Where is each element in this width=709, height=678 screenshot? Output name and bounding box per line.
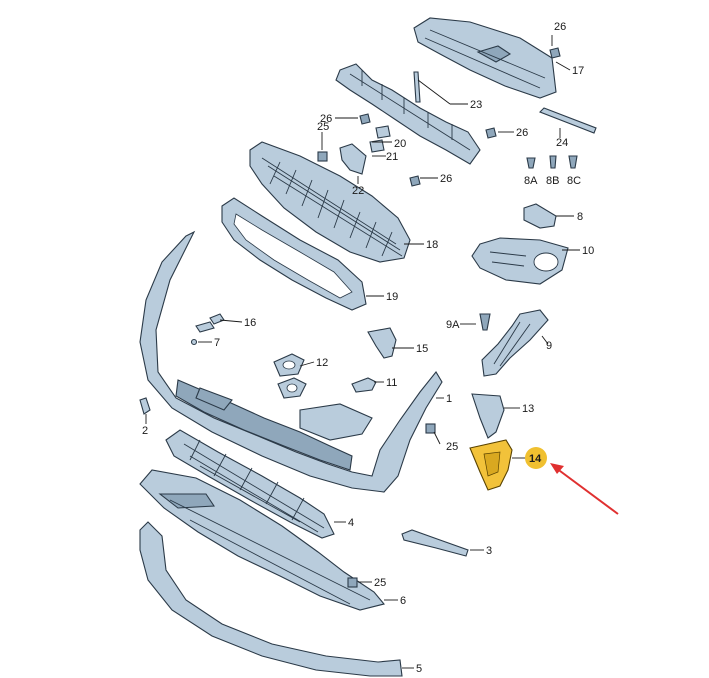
rivet-9a (479, 313, 491, 331)
label-6: 6 (400, 595, 406, 607)
label-25-low: 25 (374, 577, 386, 589)
screw-8c (568, 155, 578, 169)
label-24: 24 (556, 137, 568, 149)
label-15: 15 (416, 343, 428, 355)
label-1: 1 (446, 393, 452, 405)
label-13: 13 (522, 403, 534, 415)
callout-labels: 26 17 23 24 26 26 25 20 21 22 26 8A 8B 8… (142, 21, 594, 675)
part-7-clip (190, 338, 198, 346)
label-14: 14 (529, 453, 542, 465)
label-18: 18 (426, 239, 438, 251)
label-19: 19 (386, 291, 398, 303)
label-25-mid: 25 (446, 441, 458, 453)
label-2: 2 (142, 425, 148, 437)
nut-25-mid (425, 423, 436, 434)
label-9: 9 (546, 340, 552, 352)
label-21: 21 (386, 151, 398, 163)
label-8b: 8B (546, 175, 559, 187)
label-11: 11 (386, 377, 397, 389)
screw-26-mid (409, 175, 421, 187)
label-25-top: 25 (317, 121, 329, 133)
screw-26-right (485, 127, 497, 139)
nut-25-low (347, 577, 358, 588)
label-10: 10 (582, 245, 594, 257)
part-19-frame (221, 197, 367, 311)
label-17: 17 (572, 65, 584, 77)
label-26-top: 26 (554, 21, 566, 33)
label-4: 4 (348, 517, 354, 529)
part-14-highlighted-bracket (469, 439, 513, 491)
part-13-guide (471, 393, 505, 439)
screw-26-left (359, 113, 371, 125)
part-11-clip (351, 377, 377, 393)
label-26-left: 26 (320, 113, 332, 125)
label-7: 7 (214, 337, 220, 349)
part-1-bumper-cover (139, 230, 443, 493)
part-12-trim-rings (273, 353, 307, 399)
screw-8a (526, 157, 536, 169)
part-2-clip (139, 397, 151, 415)
red-arrow (550, 463, 619, 515)
part-16-caps (195, 313, 225, 333)
part-8-clip (523, 203, 557, 229)
part-17-upper-cover (413, 17, 557, 99)
label-20: 20 (394, 138, 406, 150)
part-4-lower-grille (165, 429, 335, 539)
screw-8b (549, 155, 557, 169)
label-16: 16 (244, 317, 256, 329)
label-8: 8 (577, 211, 583, 223)
part-20-21-clips (369, 125, 391, 153)
badge-circle (525, 447, 547, 469)
label-26-right: 26 (516, 127, 528, 139)
part-18-grille (249, 141, 411, 263)
label-9a: 9A (446, 319, 460, 331)
part-5-lower-lip (139, 521, 403, 677)
fasteners (317, 47, 578, 588)
label-12: 12 (316, 357, 328, 369)
label-23: 23 (470, 99, 482, 111)
leader-lines (145, 35, 580, 669)
nut-25-top (317, 151, 328, 162)
part-23-carrier (335, 63, 481, 165)
label-8a: 8A (524, 175, 538, 187)
label-8c: 8C (567, 175, 581, 187)
part-22-bracket (339, 143, 367, 175)
part-15-holder (367, 327, 397, 359)
part-6-undertray (139, 469, 385, 611)
label-3: 3 (486, 545, 492, 557)
label-26-mid: 26 (440, 173, 452, 185)
part-24-strip (539, 107, 597, 134)
part-3-trim-strip (401, 529, 469, 557)
part-10-bracket (471, 237, 569, 285)
label-5: 5 (416, 663, 422, 675)
highlight-badge-14[interactable] (525, 447, 547, 469)
part-9-side-bracket (481, 309, 549, 377)
screw-26-top (549, 47, 561, 59)
label-22: 22 (352, 185, 364, 197)
